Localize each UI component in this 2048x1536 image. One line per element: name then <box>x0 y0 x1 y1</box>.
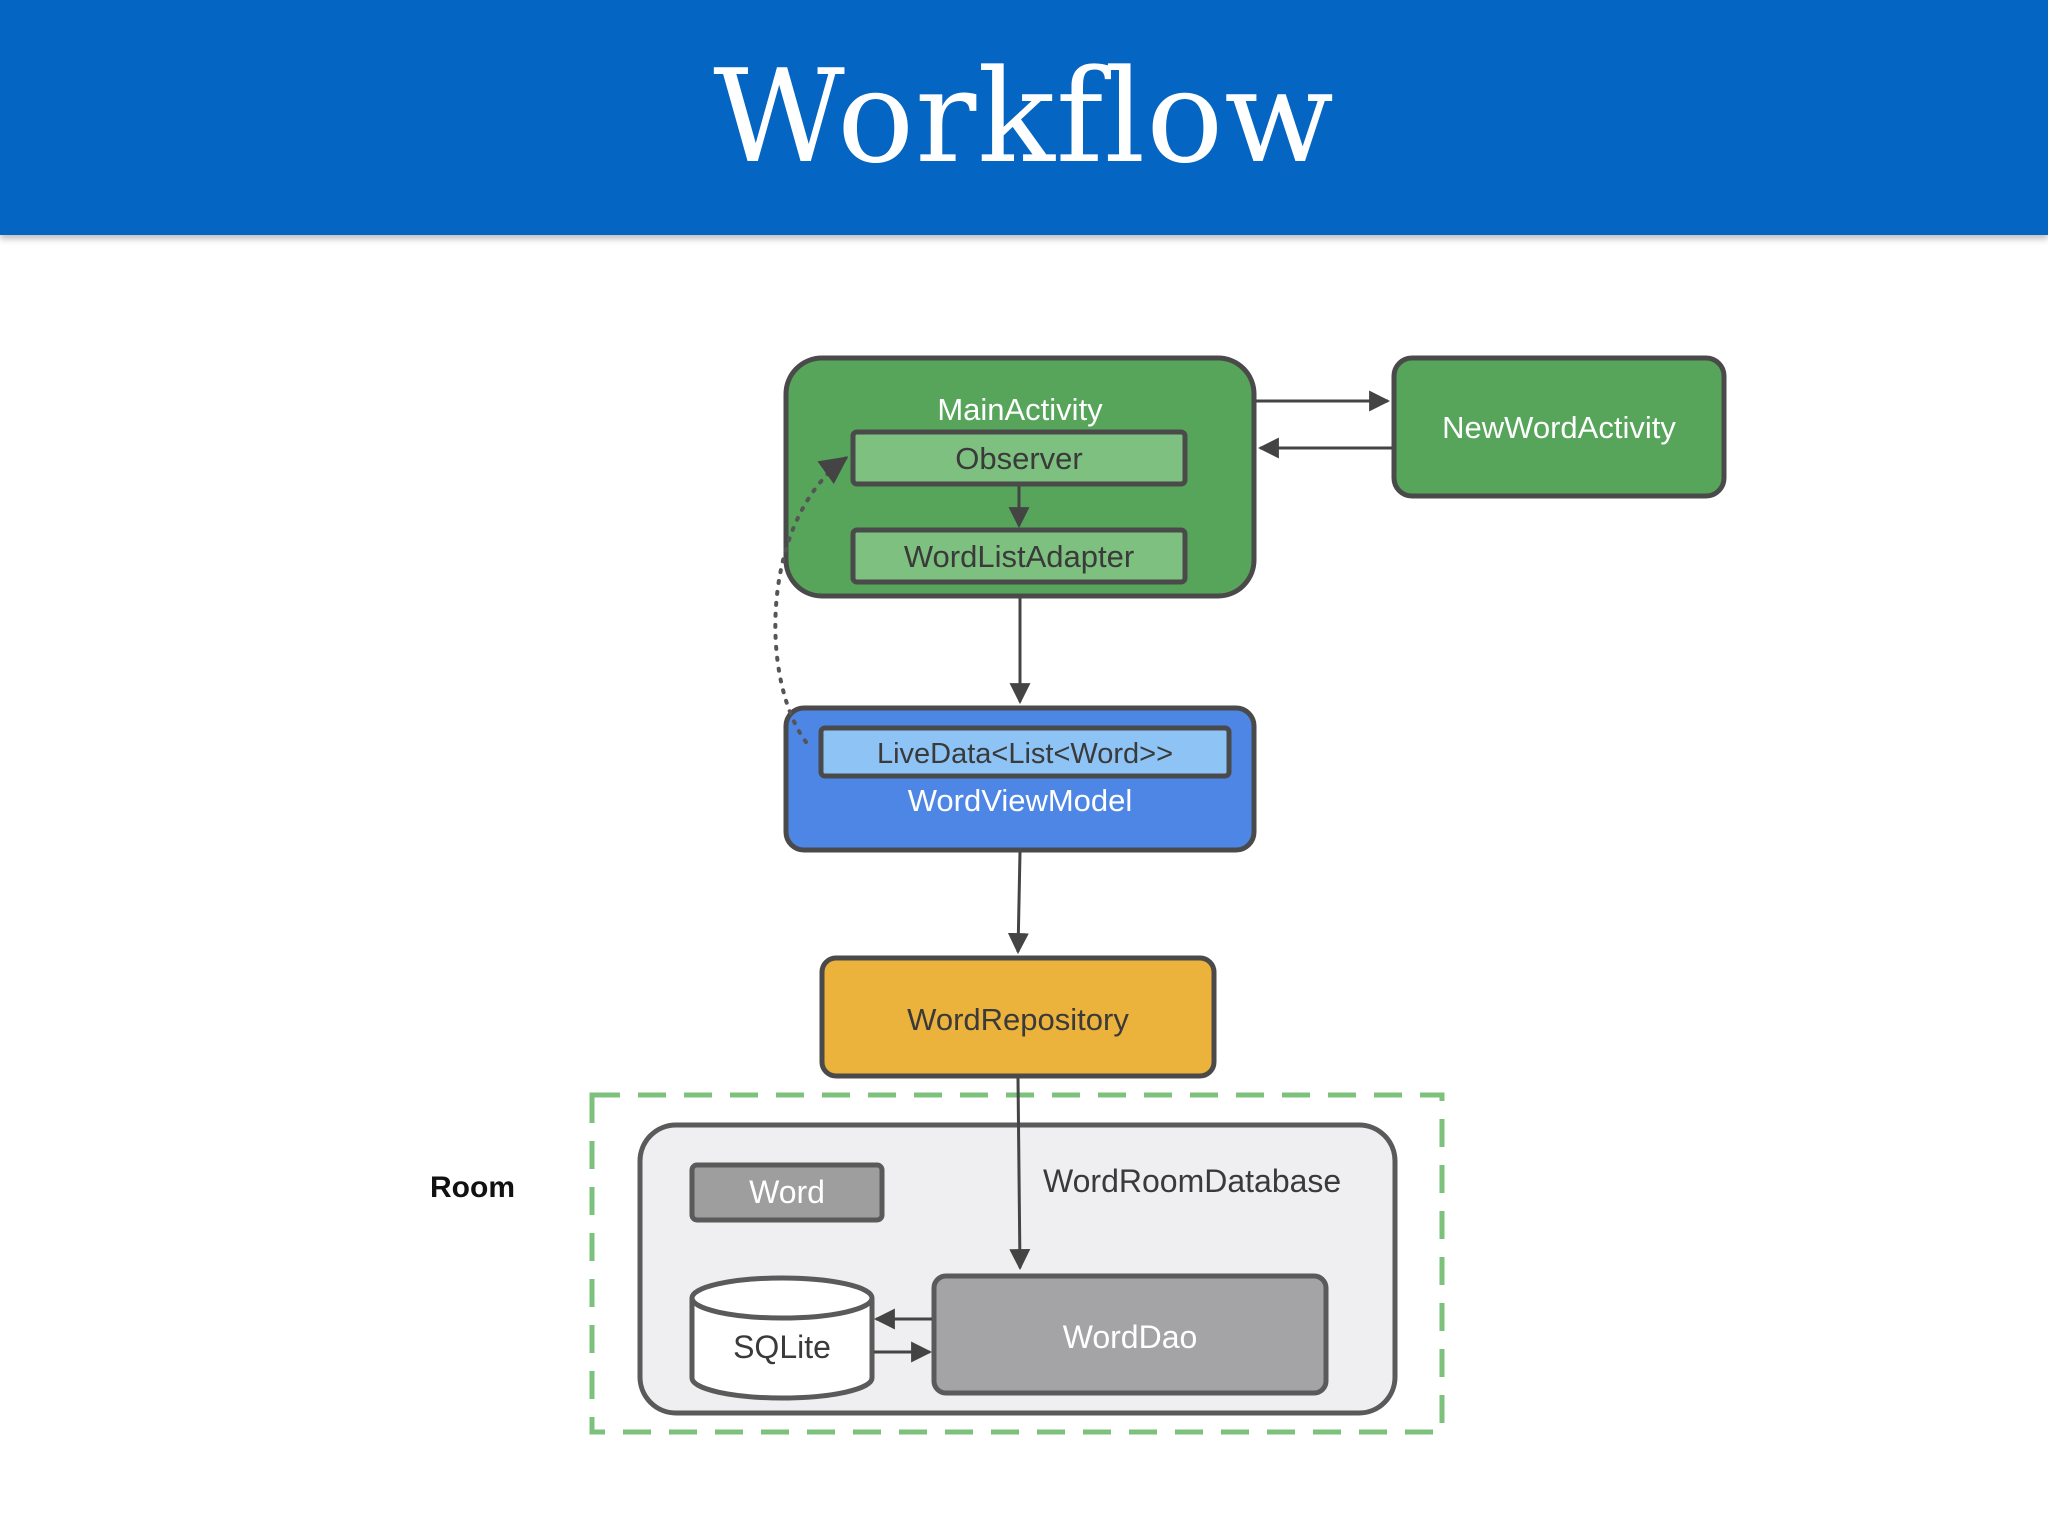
word-list-adapter-label: WordListAdapter <box>904 539 1134 574</box>
viewmodel-to-repository-arrow <box>1007 851 1029 955</box>
repository-to-dao-arrow <box>1009 1077 1031 1271</box>
title-banner: Workflow <box>0 0 2048 235</box>
sqlite-label: SQLite <box>733 1329 831 1365</box>
room-label: Room <box>430 1171 515 1204</box>
word-room-database-label: WordRoomDatabase <box>1043 1163 1341 1199</box>
live-data-label: LiveData<List<Word>> <box>877 738 1173 770</box>
word-repository-label: WordRepository <box>907 1002 1129 1037</box>
live-data-box <box>818 725 1232 779</box>
new-word-activity-box <box>1391 355 1727 499</box>
word-view-model-label: WordViewModel <box>908 783 1133 818</box>
word-dao-box <box>931 1273 1329 1396</box>
main-activity-label: MainActivity <box>937 392 1103 427</box>
observer-label: Observer <box>955 441 1082 476</box>
slide-title: Workflow <box>713 43 1335 192</box>
word-list-adapter-box <box>850 527 1188 585</box>
word-dao-label: WordDao <box>1063 1319 1198 1355</box>
word-entity-label: Word <box>749 1174 825 1210</box>
livedata-to-observer-dotted-arrow <box>773 456 849 744</box>
new-word-activity-label: NewWordActivity <box>1442 410 1676 445</box>
sqlite-cylinder <box>689 1275 875 1401</box>
word-entity-box <box>689 1162 885 1223</box>
word-repository-box <box>819 955 1217 1079</box>
observer-box <box>850 429 1188 487</box>
